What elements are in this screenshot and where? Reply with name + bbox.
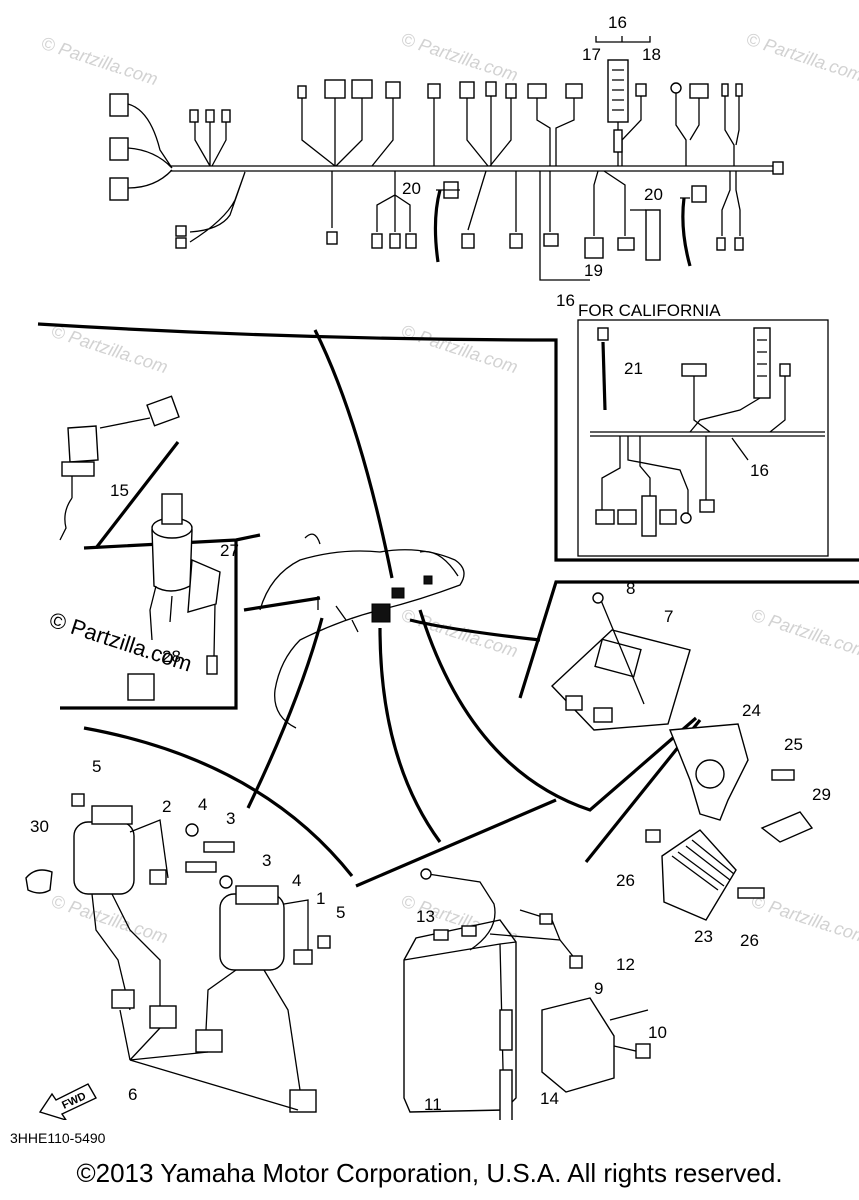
diagram-code: 3HHE110-5490 [10,1130,106,1146]
watermark-text-dark: © Partzilla.com [46,607,195,677]
watermark-text: © Partzilla.com [399,321,521,378]
watermark-text: © Partzilla.com [744,29,859,86]
callout-4: 4 [198,795,207,814]
watermark-text: © Partzilla.com [399,29,521,86]
ignition-coil-2 [73,805,169,1011]
callout-16-inset: 16 [750,461,769,480]
callout-6: 6 [128,1085,137,1104]
bracket-23 [645,723,814,843]
callout-26: 26 [616,871,635,890]
callout-3: 3 [226,809,235,828]
bolt-25 [737,887,765,899]
bolt-3 [185,861,217,873]
ecu-location-icon [371,603,391,623]
callout-5b: 5 [336,903,345,922]
connector-block-17 [607,59,629,123]
callout-2: 2 [162,797,171,816]
wire-harness [109,59,784,281]
callout-28: 27 [220,541,239,560]
callout-11: 11 [424,1095,442,1114]
callout-29: 28 [162,647,181,666]
battery-11 [403,919,517,1120]
bolt-3 [203,841,235,853]
callout-1: 1 [316,889,325,908]
callout-3b: 3 [262,851,271,870]
connector-icon [109,177,129,201]
callout-8: 8 [626,579,635,598]
callout-7: 7 [664,607,673,626]
callout-25: 26 [740,931,759,950]
spark-plug-caps-6 [111,989,317,1113]
callout-14: 14 [540,1089,559,1108]
cable-tie-20 [681,197,692,267]
wiring-diagram: © Partzilla.com © Partzilla.com © Partzi… [25,13,859,1120]
main-switch-28 [127,493,221,701]
watermark-text: © Partzilla.com [399,605,521,662]
callout-19: 19 [584,261,603,280]
washer-4 [185,823,199,837]
nut-10 [635,1043,651,1059]
motorcycle-outline [259,533,465,729]
nut-5 [71,793,85,807]
connector-icon [109,93,129,117]
cable-tie-20 [433,189,442,263]
screw-8 [592,592,604,604]
callout-12: 12 [616,955,635,974]
callout-10: 10 [648,1023,667,1042]
callout-16-mid: 16 [556,291,575,310]
clip-27 [760,811,814,843]
regulator-22 [661,829,765,921]
copyright-caption: ©2013 Yamaha Motor Corporation, U.S.A. A… [76,1158,783,1188]
section-arcs [37,322,859,888]
callout-24: 25 [784,735,803,754]
callout-30: 30 [30,817,49,836]
callout-18: 18 [642,45,661,64]
small-hardware [25,793,331,949]
watermark-text: © Partzilla.com [49,891,171,948]
callout-16-top: 16 [608,13,627,32]
callout-20b: 20 [644,185,663,204]
fwd-arrow-icon: FWD [38,1083,97,1120]
breather-pipe-14 [499,1069,513,1120]
top-connector-row [297,79,743,99]
callout-4b: 4 [292,871,301,890]
ignition-coil-1 [205,885,313,1091]
california-inset [577,319,829,557]
callout-9: 9 [594,979,603,998]
callout-15: 15 [110,481,129,500]
callout-21: 21 [624,359,643,378]
collar-26 [645,829,661,843]
starter-relay-9 [541,997,651,1093]
watermark-text: © Partzilla.com [749,891,859,948]
end-connector [772,161,784,175]
watermark-text: © Partzilla.com [749,605,859,662]
callout-labels: 16 17 18 20 20 19 16 FOR CALIFORNIA 21 1… [30,13,831,1114]
bolt-24 [771,769,795,781]
battery-cables-12-13 [420,868,583,969]
clamp-30 [25,869,53,894]
neutral-switch-15 [59,395,180,541]
ecu-7 [551,592,691,731]
callout-20: 20 [402,179,421,198]
for-california-label: FOR CALIFORNIA [578,301,721,320]
watermark-text: © Partzilla.com [39,33,161,90]
washer-4 [219,875,233,889]
nut-5 [317,935,331,949]
callout-5: 5 [92,757,101,776]
connector-19 [584,237,604,259]
connector-icon [109,137,129,161]
callout-13: 13 [416,907,435,926]
callout-23: 24 [742,701,761,720]
callout-22: 23 [694,927,713,946]
callout-17: 17 [582,45,601,64]
callout-27: 29 [812,785,831,804]
